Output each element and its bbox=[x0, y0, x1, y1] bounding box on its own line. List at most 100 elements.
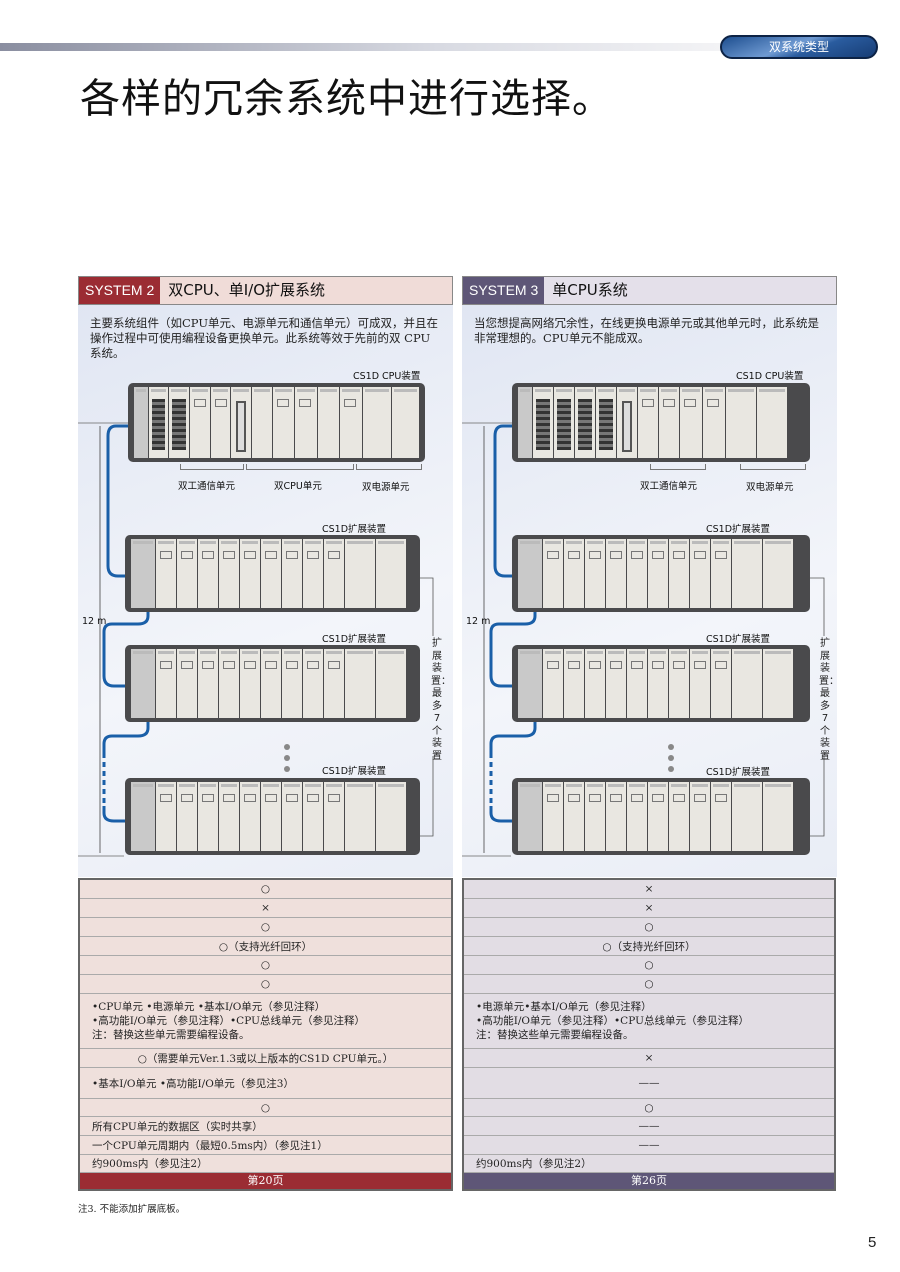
cell-line: •高功能I/O单元（参见注释）•CPU总线单元（参见注释） bbox=[476, 1015, 749, 1027]
rack-module bbox=[295, 387, 317, 458]
status-display bbox=[547, 551, 559, 559]
table-row: •电源单元•基本I/O单元（参见注释） •高功能I/O单元（参见注释）•CPU总线… bbox=[464, 994, 834, 1049]
system2-description: 主要系统组件（如CPU单元、电源单元和通信单元）可成双，并且在操作过程中可使用编… bbox=[90, 316, 439, 360]
table-cell: ○ bbox=[260, 921, 271, 933]
status-display bbox=[694, 661, 706, 669]
status-display bbox=[631, 551, 643, 559]
table-cell: ○ bbox=[644, 921, 654, 933]
rack-module bbox=[554, 387, 574, 458]
status-display bbox=[663, 399, 675, 407]
status-display bbox=[547, 794, 559, 802]
table-row: •基本I/O单元 •高功能I/O单元（参见注3） bbox=[80, 1068, 451, 1099]
unit-label: 双电源单元 bbox=[362, 482, 410, 493]
status-display bbox=[715, 661, 727, 669]
rack-module bbox=[345, 649, 375, 718]
status-display bbox=[715, 794, 727, 802]
table-row: —— bbox=[464, 1117, 834, 1136]
rack-module bbox=[317, 387, 340, 458]
table-row: ○ bbox=[464, 918, 834, 937]
rack-module bbox=[726, 387, 756, 458]
rack-module bbox=[324, 782, 344, 851]
status-display bbox=[286, 551, 298, 559]
rack-module bbox=[543, 782, 563, 851]
cell-line: •电源单元•基本I/O单元（参见注释） bbox=[476, 1001, 652, 1013]
expansion-note: 扩展装置：最多7个装置 bbox=[431, 638, 451, 762]
rack-module bbox=[261, 539, 281, 608]
rack-module bbox=[585, 649, 605, 718]
rack-module bbox=[763, 649, 793, 718]
table-cell: —— bbox=[638, 1120, 660, 1132]
exp-rack-label: CS1D扩展装置 bbox=[706, 767, 771, 778]
page-reference[interactable]: 第20页 bbox=[80, 1173, 451, 1189]
rack-module bbox=[324, 539, 344, 608]
rack-module bbox=[690, 649, 710, 718]
status-display bbox=[265, 551, 277, 559]
table-cell: 所有CPU单元的数据区（实时共享） bbox=[92, 1120, 263, 1133]
plc-rack bbox=[512, 645, 810, 722]
table-row: ○ bbox=[80, 918, 451, 937]
plc-rack bbox=[125, 778, 420, 855]
status-display bbox=[694, 551, 706, 559]
rack-module bbox=[190, 387, 210, 458]
table-row: × bbox=[464, 880, 834, 899]
rack-module bbox=[303, 539, 323, 608]
status-display bbox=[244, 661, 256, 669]
table-row: 一个CPU单元周期内（最短0.5ms内）（参见注1） bbox=[80, 1136, 451, 1155]
system3-panel: SYSTEM 3 单CPU系统 当您想提高网络冗余性，在线更换电源单元或其他单元… bbox=[462, 276, 839, 877]
rack-module bbox=[732, 539, 762, 608]
rack-module bbox=[219, 649, 239, 718]
header-rule bbox=[0, 43, 730, 51]
rack-module bbox=[596, 387, 616, 458]
cell-line: •CPU单元 •电源单元 •基本I/O单元（参见注释） bbox=[92, 1001, 326, 1013]
rack-module bbox=[575, 387, 595, 458]
cpu-rack-label: CS1D CPU装置 bbox=[353, 371, 421, 382]
table-row: 约900ms内（参见注2） bbox=[464, 1155, 834, 1173]
terminal-block bbox=[599, 399, 613, 450]
table-cell: ○ bbox=[644, 978, 654, 990]
status-display bbox=[547, 661, 559, 669]
table-row: ○（支持光纤回环） bbox=[80, 937, 451, 956]
rack-module bbox=[585, 539, 605, 608]
rack-module bbox=[757, 387, 787, 458]
terminal-block bbox=[151, 399, 166, 450]
cell-line: •高功能I/O单元（参见注释）•CPU总线单元（参见注释） bbox=[92, 1015, 365, 1027]
rack-module bbox=[564, 649, 584, 718]
system3-spec-table: ××○○（支持光纤回环）○○•电源单元•基本I/O单元（参见注释）•高功能I/O… bbox=[462, 878, 836, 1191]
status-display bbox=[652, 551, 664, 559]
connector bbox=[236, 401, 246, 452]
rack-module bbox=[518, 387, 532, 458]
table-cell: × bbox=[261, 902, 270, 914]
table-row: ○ bbox=[80, 1099, 451, 1117]
cpu-rack-label: CS1D CPU装置 bbox=[736, 371, 804, 382]
rack-module bbox=[518, 539, 542, 608]
rack-module bbox=[564, 782, 584, 851]
table-cell: × bbox=[644, 902, 654, 914]
rack-module bbox=[732, 782, 762, 851]
rack-module bbox=[131, 782, 155, 851]
ellipsis-dot bbox=[284, 744, 290, 750]
plc-rack bbox=[512, 535, 810, 612]
rack-module bbox=[131, 539, 155, 608]
status-display bbox=[707, 399, 719, 407]
plc-rack bbox=[125, 645, 420, 722]
plc-rack bbox=[512, 383, 810, 462]
rack-module bbox=[198, 539, 218, 608]
page-reference[interactable]: 第26页 bbox=[464, 1173, 834, 1189]
table-cell: × bbox=[644, 883, 654, 895]
status-display bbox=[181, 794, 193, 802]
exp-rack-label: CS1D扩展装置 bbox=[322, 524, 387, 535]
status-display bbox=[568, 794, 580, 802]
table-cell: ○ bbox=[644, 959, 654, 971]
rack-module bbox=[711, 649, 731, 718]
table-cell: 一个CPU单元周期内（最短0.5ms内）（参见注1） bbox=[92, 1139, 328, 1152]
exp-rack-label: CS1D扩展装置 bbox=[322, 634, 387, 645]
ellipsis-dot bbox=[284, 766, 290, 772]
unit-bracket bbox=[246, 464, 354, 470]
status-display bbox=[181, 551, 193, 559]
cell-line: 注：替换这些单元需要编程设备。 bbox=[476, 1029, 634, 1041]
status-display bbox=[160, 661, 172, 669]
distance-label: 12 m bbox=[82, 616, 107, 627]
rack-module bbox=[345, 539, 375, 608]
status-display bbox=[160, 551, 172, 559]
status-display bbox=[328, 551, 340, 559]
